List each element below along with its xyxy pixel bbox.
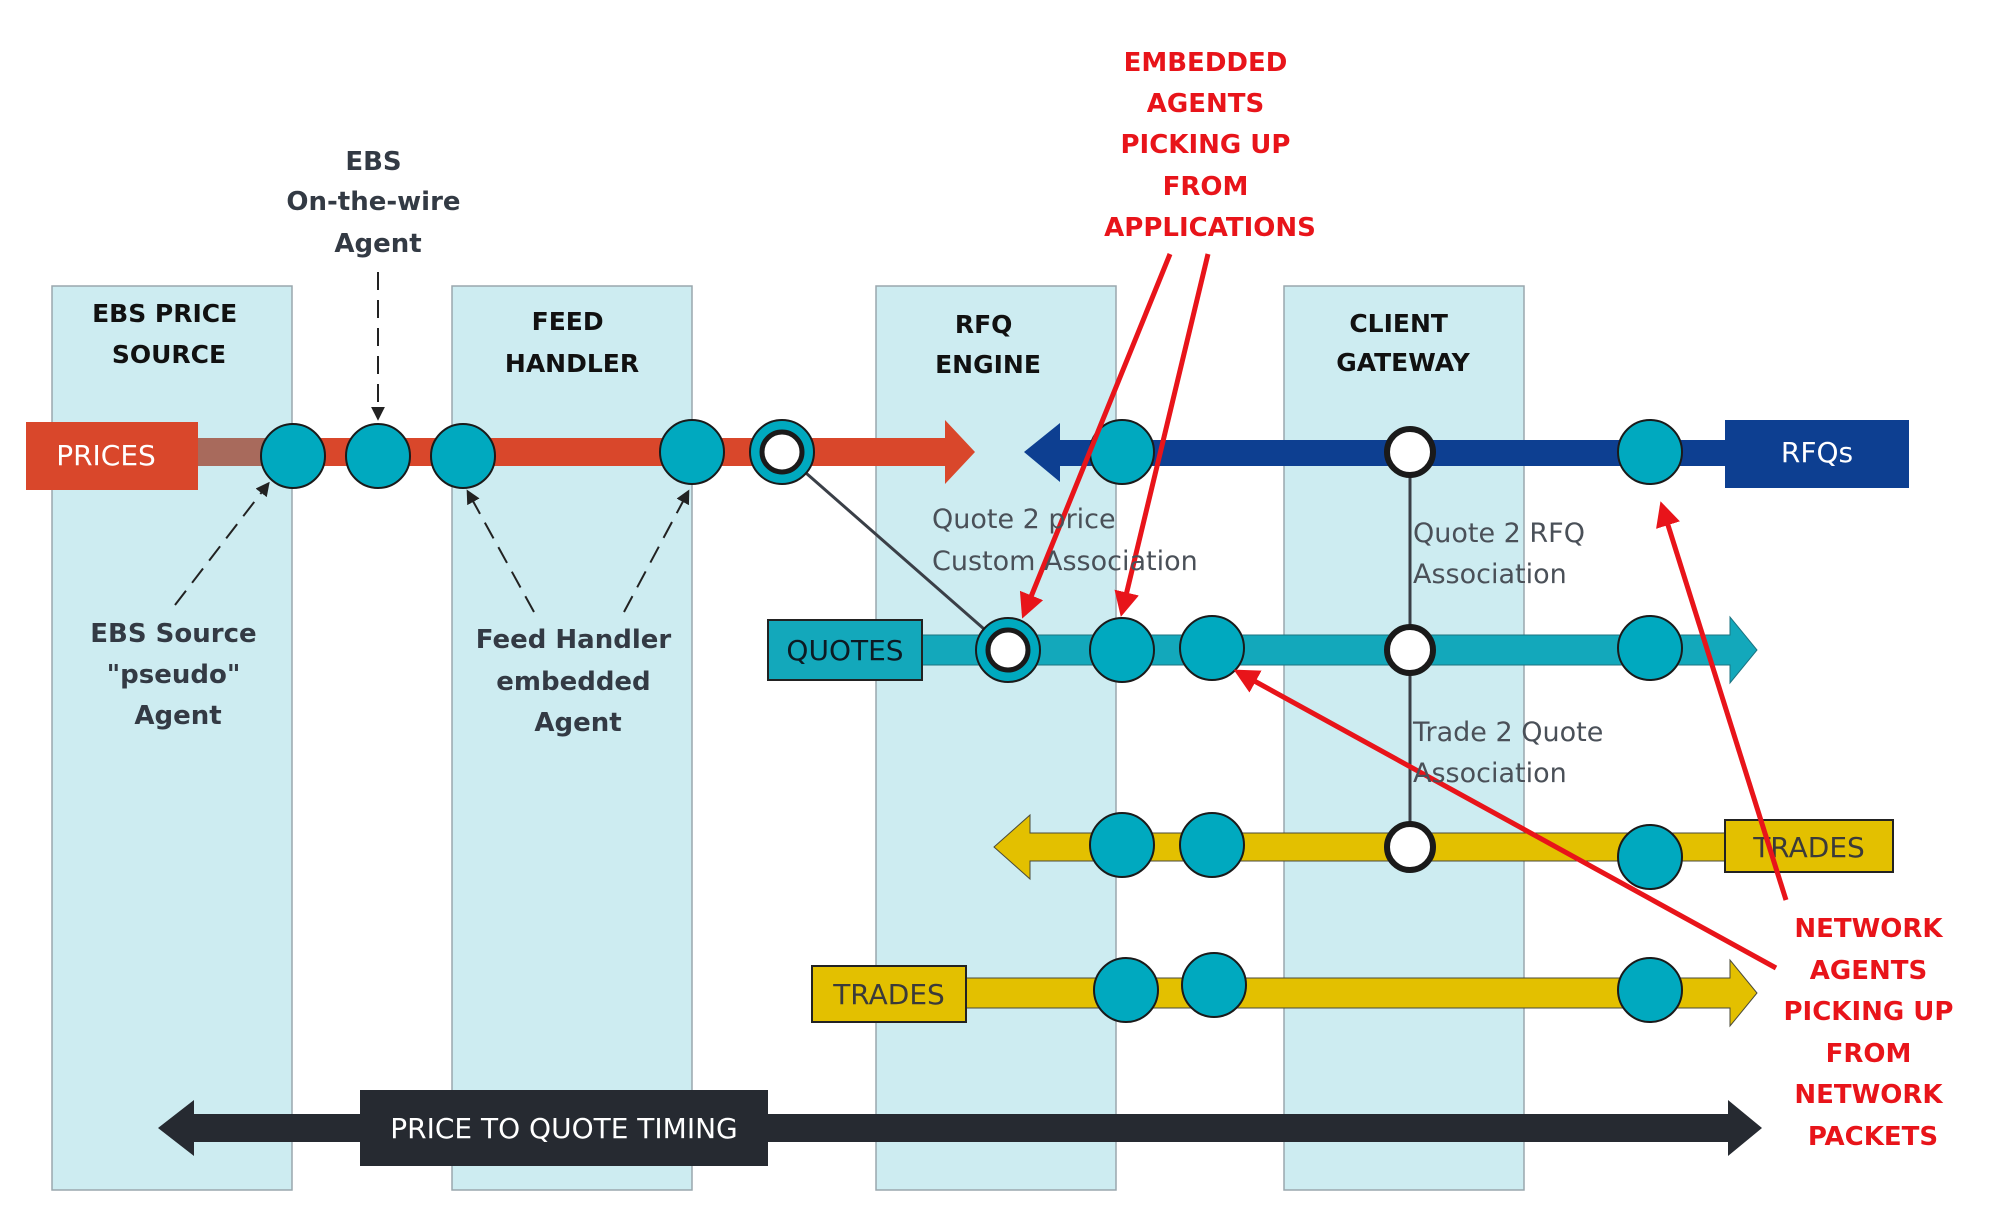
column-title-rfq-engine: RFQ ENGINE (935, 310, 1041, 379)
feed-handler-agent-label: Feed Handler embedded Agent (476, 625, 681, 738)
timing-box (360, 1090, 768, 1166)
ebs-wire-agent-label: EBS On-the-wire Agent (286, 147, 469, 259)
node-network-rfq (1617, 419, 1683, 485)
node-ebs-source (260, 423, 326, 489)
trades-out-arrow (965, 958, 1758, 1028)
prices-label: PRICES (56, 439, 156, 472)
embedded-arrow-quote-assoc (1019, 253, 1173, 619)
prices-arrow (198, 420, 975, 484)
node-trade-out-2 (1181, 952, 1247, 1018)
node-network-trade-in (1617, 824, 1683, 890)
column-rfq-engine (875, 285, 1117, 1191)
embedded-agents-callout: EMBEDDED AGENTS PICKING UP FROM APPLICAT… (1104, 48, 1316, 243)
prices-flow: PRICES (26, 420, 975, 490)
column-title-feed-handler: FEED HANDLER (505, 307, 639, 378)
network-agents-callout: NETWORK AGENTS PICKING UP FROM NETWORK P… (1783, 914, 1962, 1152)
rfqs-box (1725, 420, 1909, 488)
trade2quote-label: Trade 2 Quote Association (1412, 717, 1612, 789)
network-arrow-rfq (1656, 501, 1789, 901)
column-title-client-gateway: CLIENT GATEWAY (1336, 309, 1470, 377)
quotes-label: QUOTES (786, 634, 903, 667)
node-gateway-rfq (1384, 426, 1436, 478)
ebs-source-pointer (174, 481, 270, 606)
node-feed-handler-in (430, 423, 496, 489)
columns (51, 285, 1525, 1191)
node-trade-in-2 (1179, 812, 1245, 878)
ebs-source-agent-label: EBS Source "pseudo" Agent (90, 619, 265, 731)
node-feed-handler-out (659, 419, 725, 485)
feed-handler-pointer-right (623, 489, 690, 613)
rfqs-arrow (1024, 423, 1725, 482)
trades-out-box (811, 965, 967, 1023)
rfqs-flow: RFQs (1024, 420, 1909, 488)
trades-in-box (1724, 819, 1894, 873)
node-ebs-wire (345, 423, 411, 489)
trades-in-flow: TRADES (993, 813, 1894, 881)
column-title-ebs-price-source: EBS PRICE SOURCE (92, 299, 246, 369)
node-gateway-quote (1384, 624, 1436, 676)
nodes (260, 419, 1683, 1023)
trades-out-flow: TRADES (811, 958, 1758, 1028)
node-network-quote (1179, 615, 1245, 681)
quote2price-label: Quote 2 price Custom Association (932, 504, 1198, 577)
node-quote-association-core (985, 627, 1031, 673)
feed-handler-pointer-left (466, 489, 535, 613)
callout-arrows (1019, 253, 1789, 971)
rfqs-label: RFQs (1781, 436, 1853, 469)
embedded-arrow-rfq-engine (1114, 253, 1211, 617)
node-network-trade-out (1617, 957, 1683, 1023)
node-gateway-trade (1384, 821, 1436, 873)
network-arrow-quote (1233, 669, 1778, 971)
prices-box (26, 422, 198, 490)
node-rfq-engine-quote (1089, 617, 1155, 683)
quotes-flow: QUOTES (767, 615, 1758, 685)
quote2rfq-label: Quote 2 RFQ Association (1413, 518, 1594, 590)
column-ebs-price-source (51, 285, 293, 1191)
agent-pointers (174, 272, 690, 613)
trades-out-label: TRADES (832, 978, 945, 1011)
timing-label: PRICE TO QUOTE TIMING (390, 1112, 737, 1145)
node-network-quote-out (1617, 615, 1683, 681)
quotes-box (767, 619, 923, 681)
column-feed-handler (451, 285, 693, 1191)
trades-in-arrow (993, 813, 1726, 881)
node-trade-out-1 (1093, 957, 1159, 1023)
node-trade-in-1 (1089, 812, 1155, 878)
timing-flow: PRICE TO QUOTE TIMING (158, 1090, 1762, 1166)
node-price-association-core (759, 429, 805, 475)
quote2price-connector (781, 450, 1009, 652)
quotes-arrow (921, 615, 1758, 685)
